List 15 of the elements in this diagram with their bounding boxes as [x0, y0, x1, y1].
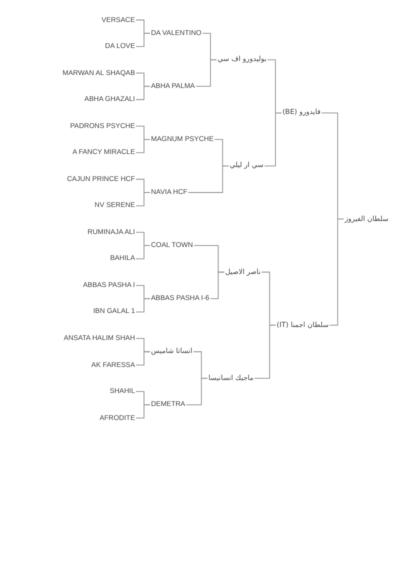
connector-line [136, 245, 150, 260]
connector-line [254, 324, 276, 379]
connector-line [136, 86, 150, 100]
connector-line [136, 404, 150, 419]
connector-line [136, 298, 150, 312]
connector-line [195, 59, 217, 87]
connector-line [329, 218, 344, 326]
connector-line [136, 138, 150, 154]
connector-line [186, 378, 208, 406]
connector-line [210, 272, 225, 300]
connector-line [188, 166, 230, 193]
connector-line [264, 112, 282, 166]
connector-line [136, 192, 150, 206]
connector-line [136, 32, 150, 47]
connector-line [136, 351, 150, 366]
